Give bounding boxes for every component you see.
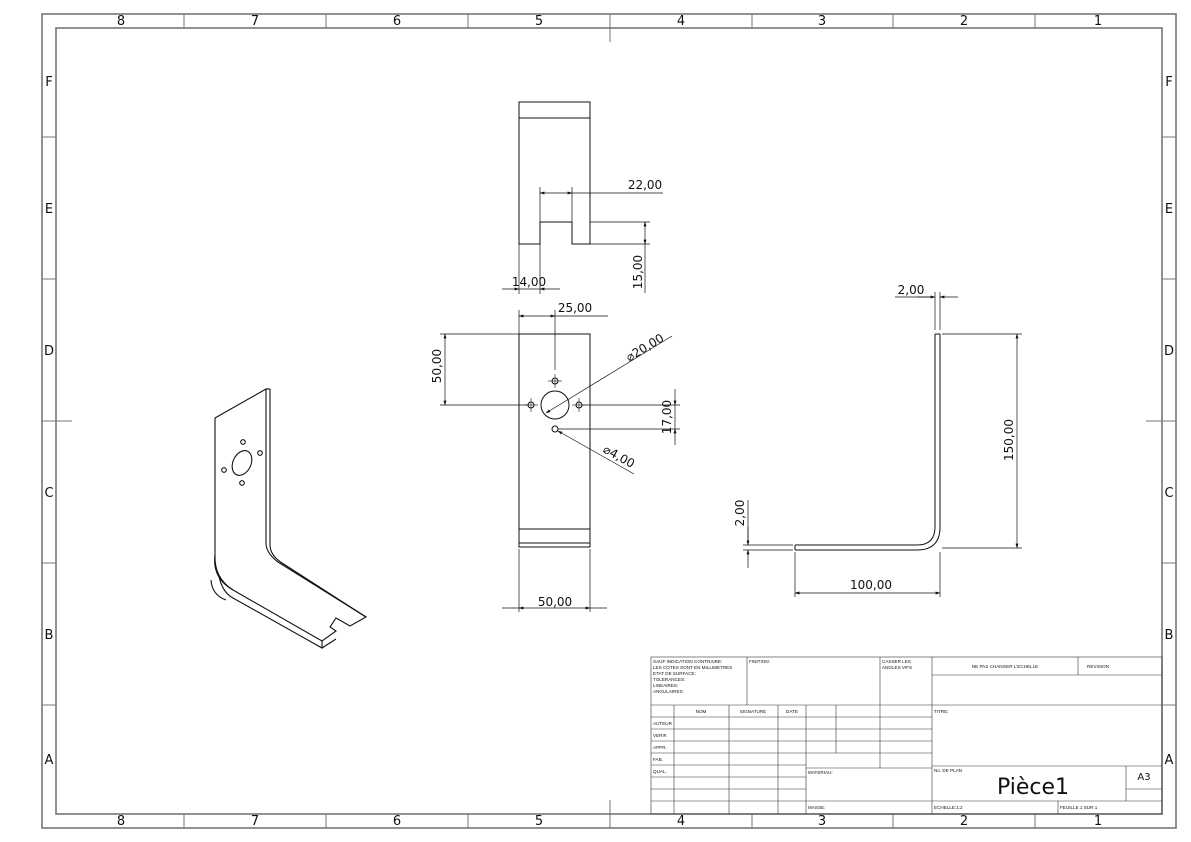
zone-col-7-bottom: 7 bbox=[251, 814, 259, 829]
casser-label-2: ANGLES VIFS bbox=[882, 665, 912, 670]
row-auteur: AUTEUR bbox=[653, 721, 673, 726]
zone-col-5-bottom: 5 bbox=[535, 814, 543, 829]
dim-top-slot-offset: 14,00 bbox=[512, 275, 546, 289]
dim-front-width: 50,00 bbox=[538, 595, 572, 609]
zone-row-b-right: B bbox=[1165, 628, 1174, 643]
zone-col-6-top: 6 bbox=[393, 14, 401, 29]
zone-row-e-left: E bbox=[45, 202, 53, 217]
echelle-label: ECHELLE:1:2 bbox=[934, 805, 963, 810]
casser-label-1: CASSER LES bbox=[882, 659, 911, 664]
zone-row-a-left: A bbox=[45, 753, 54, 768]
zone-row-a-right: A bbox=[1165, 753, 1174, 768]
zone-col-2-top: 2 bbox=[960, 14, 968, 29]
finition-label: FINITION: bbox=[749, 659, 770, 664]
zone-col-8-top: 8 bbox=[117, 14, 125, 29]
top-view bbox=[518, 101, 591, 245]
feuille-label: FEUILLE 1 SUR 1 bbox=[1060, 805, 1098, 810]
dim-top-slot-width: 22,00 bbox=[628, 178, 662, 192]
front-view-dimensions bbox=[440, 310, 680, 612]
row-appr: APPR. bbox=[653, 745, 667, 750]
general-note-1: SAUF INDICATION CONTRAIRE: bbox=[653, 659, 722, 664]
dim-front-hole-pos-x: 25,00 bbox=[558, 301, 592, 315]
general-note-5: LINEAIRES: bbox=[653, 683, 678, 688]
general-note-6: ANGULAIRES: bbox=[653, 689, 684, 694]
dim-top-slot-depth: 15,00 bbox=[631, 255, 645, 289]
general-note-3: ETAT DE SURFACE: bbox=[653, 671, 696, 676]
plan-no-label: No. DE PLAN bbox=[934, 768, 962, 773]
masse-label: MASSE: bbox=[808, 805, 825, 810]
title-block-text: SAUF INDICATION CONTRAIRE: LES COTES SON… bbox=[653, 659, 1151, 810]
front-view bbox=[518, 333, 591, 548]
sheet-format: A3 bbox=[1137, 772, 1150, 783]
zone-col-3-bottom: 3 bbox=[818, 814, 826, 829]
side-view bbox=[794, 333, 941, 551]
dim-front-small-hole-dia: ⌀4,00 bbox=[601, 442, 637, 471]
no-scale-label: NE PAS CHANGER L'ECHELLE bbox=[972, 664, 1038, 669]
dim-front-small-hole-spacing: 17,00 bbox=[660, 400, 674, 434]
general-note-4: TOLERANCES: bbox=[653, 677, 685, 682]
col-date: DATE bbox=[786, 709, 798, 714]
dim-front-big-hole-dia: ⌀20,00 bbox=[624, 331, 667, 364]
zone-row-e-right: E bbox=[1165, 202, 1173, 217]
zone-row-f-right: F bbox=[1165, 75, 1172, 90]
revision-label: REVISION bbox=[1087, 664, 1109, 669]
titre-label: TITRE: bbox=[934, 709, 949, 714]
general-note-2: LES COTES SONT EN MILLIMETRES bbox=[653, 665, 732, 670]
zone-col-2-bottom: 2 bbox=[960, 814, 968, 829]
zone-row-f-left: F bbox=[45, 75, 52, 90]
dim-side-height: 150,00 bbox=[1002, 419, 1016, 461]
row-fab: FAB. bbox=[653, 757, 663, 762]
title-block bbox=[650, 656, 1163, 815]
row-qual: QUAL. bbox=[653, 769, 667, 774]
dim-front-hole-pos-y: 50,00 bbox=[430, 349, 444, 383]
side-view-dimensions bbox=[743, 292, 1022, 597]
zone-ticks bbox=[42, 14, 1176, 828]
row-verif: VERIF. bbox=[653, 733, 667, 738]
zone-row-d-left: D bbox=[44, 344, 54, 359]
zone-col-4-top: 4 bbox=[677, 14, 685, 29]
zone-row-b-left: B bbox=[45, 628, 54, 643]
col-signature: SIGNATURE bbox=[740, 709, 766, 714]
dim-side-thickness-left: 2,00 bbox=[733, 500, 747, 527]
zone-col-7-top: 7 bbox=[251, 14, 259, 29]
zone-col-4-bottom: 4 bbox=[677, 814, 685, 829]
front-view-centerlines bbox=[524, 374, 586, 412]
zone-col-6-bottom: 6 bbox=[393, 814, 401, 829]
zone-col-5-top: 5 bbox=[535, 14, 543, 29]
zone-labels: 8 7 6 5 4 3 2 1 8 7 6 5 4 3 2 1 F E D C … bbox=[44, 14, 1174, 829]
zone-col-1-bottom: 1 bbox=[1094, 814, 1102, 829]
materiau-label: MATERIAU: bbox=[808, 770, 833, 775]
zone-row-d-right: D bbox=[1164, 344, 1174, 359]
zone-col-8-bottom: 8 bbox=[117, 814, 125, 829]
col-nom: NOM bbox=[696, 709, 707, 714]
isometric-view bbox=[210, 388, 368, 649]
part-name: Pièce1 bbox=[997, 775, 1069, 800]
zone-row-c-left: C bbox=[44, 486, 53, 501]
zone-row-c-right: C bbox=[1164, 486, 1173, 501]
top-view-dimensions bbox=[502, 187, 663, 294]
zone-col-1-top: 1 bbox=[1094, 14, 1102, 29]
zone-col-3-top: 3 bbox=[818, 14, 826, 29]
dim-side-length: 100,00 bbox=[850, 578, 892, 592]
dim-side-thickness-top: 2,00 bbox=[898, 283, 925, 297]
